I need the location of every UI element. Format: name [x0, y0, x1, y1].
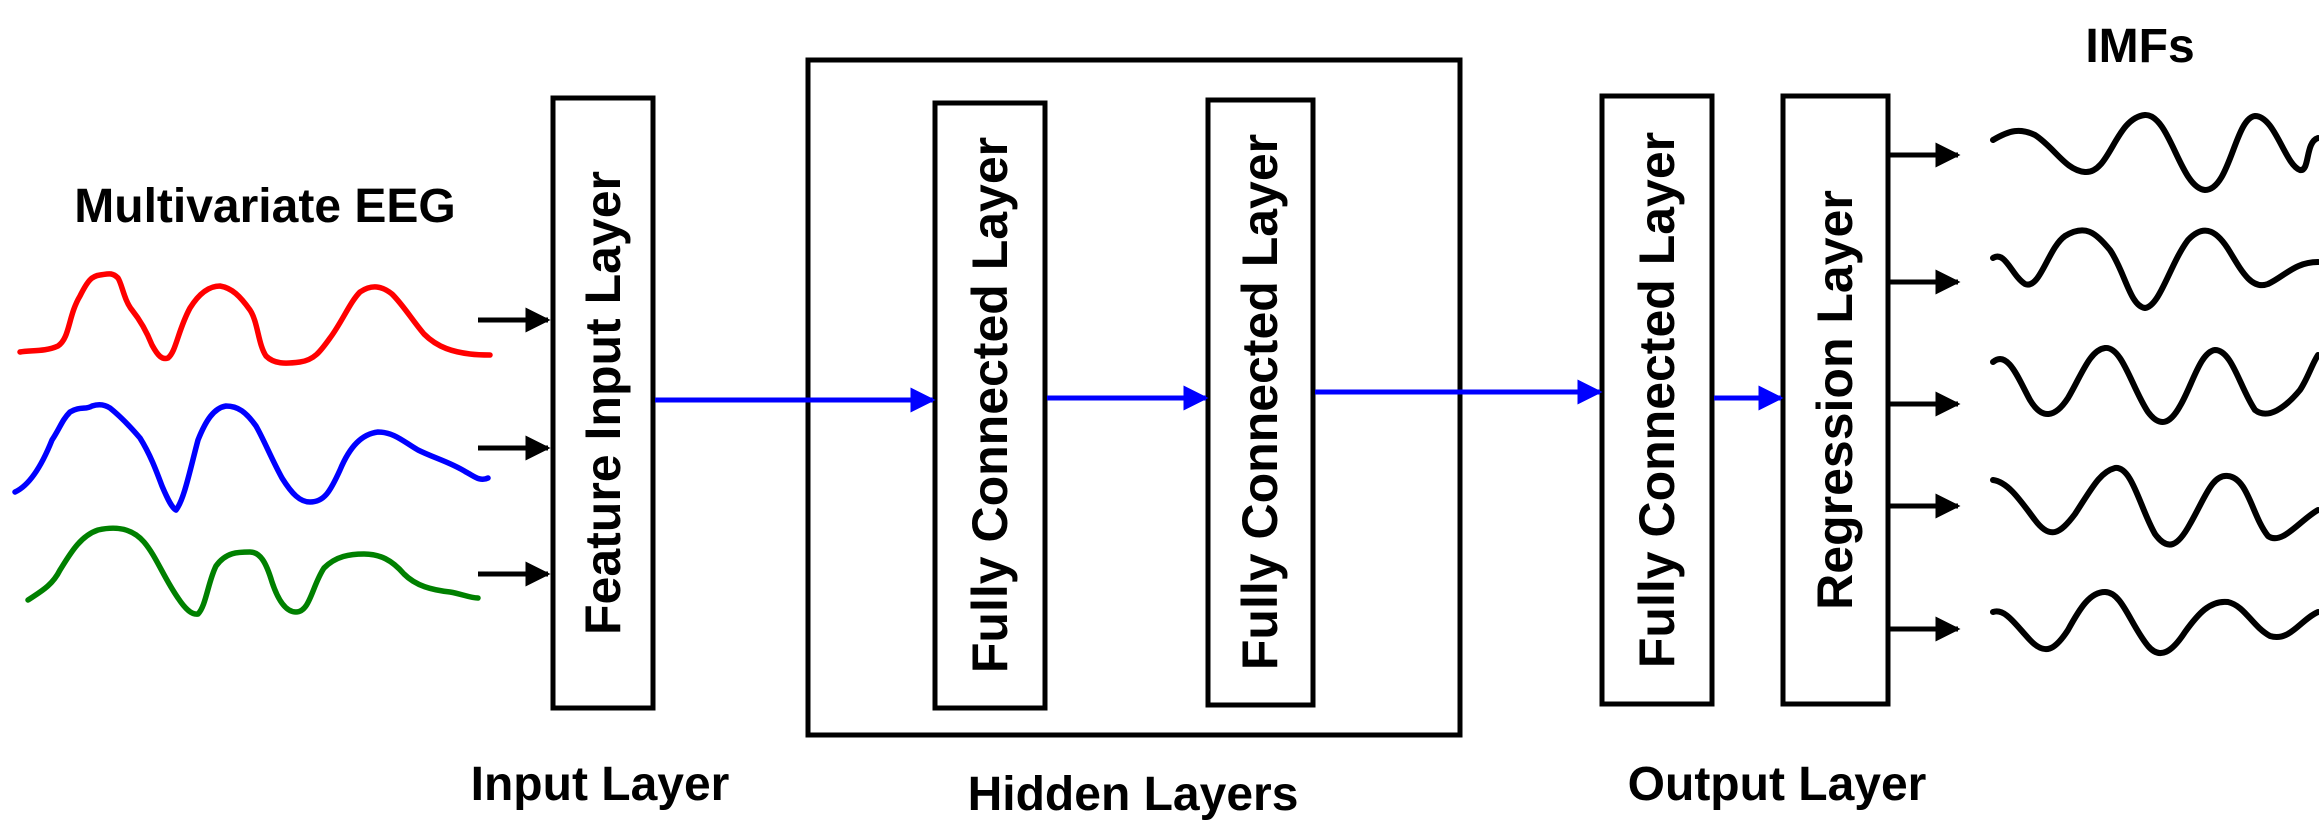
output-fc-layer-label: Fully Connected Layer: [1629, 132, 1685, 668]
imf-wave-1: [1990, 111, 2319, 193]
imf-wave-4: [1990, 465, 2319, 548]
section-label-input: Input Layer: [471, 758, 730, 811]
imf-wave-3: [1990, 345, 2319, 425]
imf-wave-2: [1990, 227, 2319, 311]
imf-wave-5: [1990, 589, 2319, 656]
feature-input-layer-box: [550, 95, 656, 711]
regression-layer-label: Regression Layer: [1807, 190, 1863, 610]
hidden-fc-layer-2-label: Fully Connected Layer: [1232, 134, 1288, 670]
eeg-signal-green: [25, 525, 481, 617]
section-label-output: Output Layer: [1628, 758, 1927, 811]
imfs-title: IMFs: [2085, 20, 2194, 73]
section-label-hidden: Hidden Layers: [968, 768, 1299, 821]
feature-input-layer-label: Feature Input Layer: [575, 171, 631, 635]
eeg-signal-blue: [12, 401, 491, 513]
multivariate-eeg-title: Multivariate EEG: [74, 180, 455, 233]
hidden-fc-layer-1-label: Fully Connected Layer: [962, 137, 1018, 673]
eeg-signal-red: [17, 271, 493, 366]
